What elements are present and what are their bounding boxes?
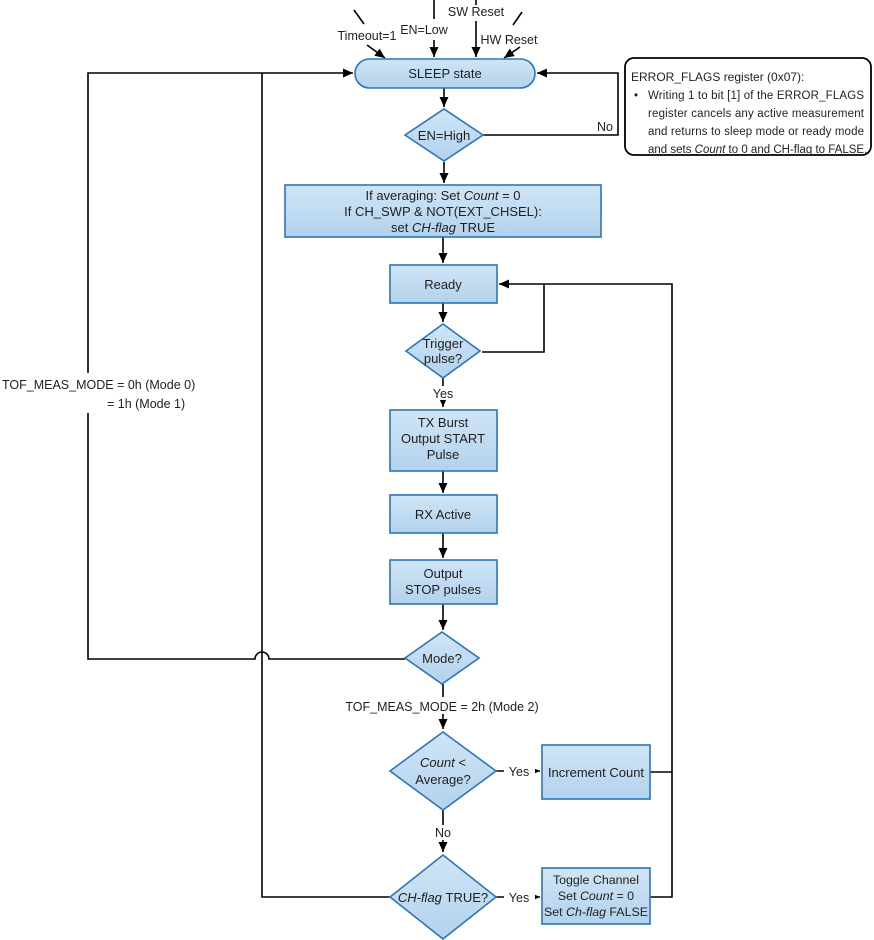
yes-chflag-label: Yes [509,891,529,905]
note-line4: and sets Count to 0 and CH-flag to FALSE… [648,144,867,156]
toggle-line2: Set Count = 0 [558,889,634,903]
trigger-line1: Trigger [423,336,464,351]
no-count-bg [431,825,455,840]
mode01-label-line2: = 1h (Mode 1) [107,397,185,411]
increment-count-node [541,744,651,800]
init-line3: set CH-flag TRUE [391,220,495,235]
timeout-label: Timeout=1 [338,29,397,43]
edge-loop-to-ready [499,279,673,898]
error-flags-note: ERROR_FLAGS register (0x07): • Writing 1… [624,57,872,156]
enlow-label: EN=Low [400,23,449,37]
timeout-arrow [366,44,386,59]
hwreset-arrow [503,46,521,59]
no-count-label: No [435,826,451,840]
yes-trigger-label: Yes [433,387,453,401]
note-line2: register cancels any active measurement [648,108,865,120]
mode-label: Mode? [422,651,462,666]
nodes: SLEEP state EN=High If averaging: Set Co… [284,58,651,940]
note-border [624,57,872,156]
sleep-state-node [354,58,536,89]
mode01-label-line1: TOF_MEAS_MODE = 0h (Mode 0) [2,378,195,392]
init-averaging-node [284,184,602,238]
edge-labels: Yes No Yes No Yes TOF_MEAS_MODE = 0h (Mo… [0,120,613,905]
toggle-channel-node [541,867,651,925]
yes-chflag-bg [504,890,535,905]
edges [87,68,673,902]
chflag-true-decision [388,853,498,940]
yes-count-label: Yes [509,765,529,779]
countavg-line2: Average? [415,772,470,787]
yes-trigger-bg [429,386,458,400]
edge-enhigh-no-to-sleep [483,68,619,136]
swreset-label: SW Reset [448,5,505,19]
tx-line1: TX Burst [418,415,469,430]
toggle-line3: Set Ch-flag FALSE [544,905,648,919]
mode01-label-bg [0,373,192,413]
rx-active-label: RX Active [415,507,471,522]
mode2-label: TOF_MEAS_MODE = 2h (Mode 2) [345,700,538,714]
count-average-decision [388,731,498,811]
ready-label: Ready [424,277,462,292]
note-title: ERROR_FLAGS register (0x07): [631,70,804,84]
hwreset-label: HW Reset [481,33,538,47]
tx-line2: Output START [401,431,485,446]
timeout-leader-line [353,9,365,25]
en-high-label: EN=High [418,128,470,143]
note-bullet: • [634,90,638,102]
tx-burst-node [389,409,498,472]
mode-decision [403,631,481,685]
ready-node [389,264,498,304]
edge-chflag-no-to-sleep [261,73,390,898]
note-line3: and returns to sleep mode or ready mode [648,126,864,138]
edge-mode01-to-sleep [87,68,405,660]
toggle-line1: Toggle Channel [553,873,639,887]
trigger-line2: pulse? [424,351,462,366]
hwreset-leader-line [512,11,523,26]
edge-trigger-loop-to-ready [482,285,545,353]
init-line1: If averaging: Set Count = 0 [365,188,520,203]
chflag-label: CH-flag TRUE? [398,890,488,905]
mode2-label-bg [346,697,540,714]
rx-active-node [389,494,498,534]
sleep-state-label: SLEEP state [408,66,481,81]
init-line2: If CH_SWP & NOT(EXT_CHSEL): [344,204,542,219]
yes-count-bg [504,764,535,779]
note-line1: Writing 1 to bit [1] of the ERROR_FLAGS [648,90,864,102]
stop-line1: Output [423,566,462,581]
trigger-pulse-decision [404,323,482,379]
tx-line3: Pulse [427,447,460,462]
stop-line2: STOP pulses [405,582,482,597]
top-signal-arrows: Timeout=1 EN=Low SW Reset HW Reset [338,0,538,59]
no-enhigh-label: No [597,120,613,134]
increment-count-label: Increment Count [548,765,644,780]
en-high-decision [403,108,485,162]
countavg-line1: Count < [420,755,466,770]
output-stop-node [389,559,498,605]
